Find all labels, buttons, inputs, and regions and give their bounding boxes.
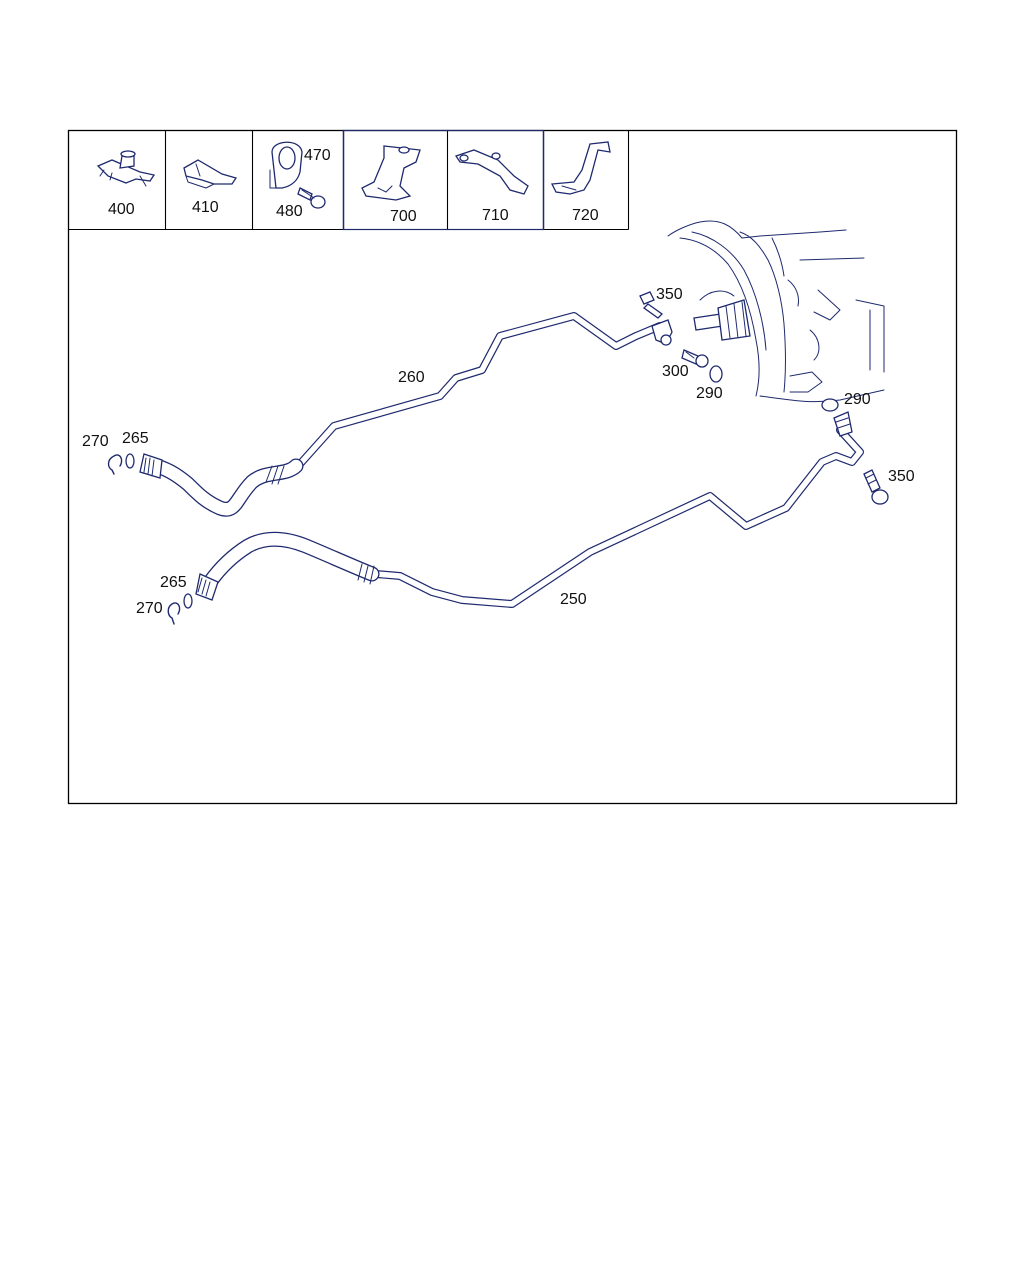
bolt-350-right — [863, 469, 889, 505]
clip-270-bottom — [167, 602, 181, 625]
callout-300: 300 — [662, 363, 689, 380]
transmission-housing — [667, 220, 885, 403]
callout-270-top: 270 — [82, 433, 109, 450]
bracket-720-icon — [550, 141, 611, 195]
clip-410-icon — [183, 159, 238, 189]
callout-350-right: 350 — [888, 468, 915, 485]
clip-270-top — [107, 454, 123, 475]
thumbnail-label-710: 710 — [482, 207, 509, 224]
pipe-250 — [195, 411, 864, 608]
bracket-710-icon — [454, 149, 529, 195]
callout-265-top: 265 — [122, 430, 149, 447]
thumbnail-label-400: 400 — [108, 201, 135, 218]
callout-250: 250 — [560, 591, 587, 608]
bolt-480-icon — [297, 187, 326, 209]
thumbnail-label-480: 480 — [276, 203, 303, 220]
seal-265-top — [125, 453, 135, 469]
callout-290-top: 290 — [696, 385, 723, 402]
thumbnail-label-410: 410 — [192, 199, 219, 216]
bracket-700-icon — [361, 145, 421, 201]
callout-260: 260 — [398, 369, 425, 386]
seal-290-top — [709, 365, 723, 383]
callout-270-bottom: 270 — [136, 600, 163, 617]
callout-265-bottom: 265 — [160, 574, 187, 591]
callout-290-right: 290 — [844, 391, 871, 408]
seal-265-bottom — [183, 593, 193, 609]
thumbnail-strip — [68, 129, 630, 231]
bolt-350-top — [639, 291, 664, 319]
callout-350-top: 350 — [656, 286, 683, 303]
thumbnail-label-720: 720 — [572, 207, 599, 224]
clip-400-icon — [96, 150, 156, 187]
pipe-260 — [139, 312, 673, 517]
thumbnail-label-470: 470 — [304, 147, 331, 164]
seal-290-right — [821, 398, 839, 412]
p-clip-470-icon — [269, 141, 303, 189]
fitting-300 — [681, 349, 709, 368]
thumbnail-label-700: 700 — [390, 208, 417, 225]
